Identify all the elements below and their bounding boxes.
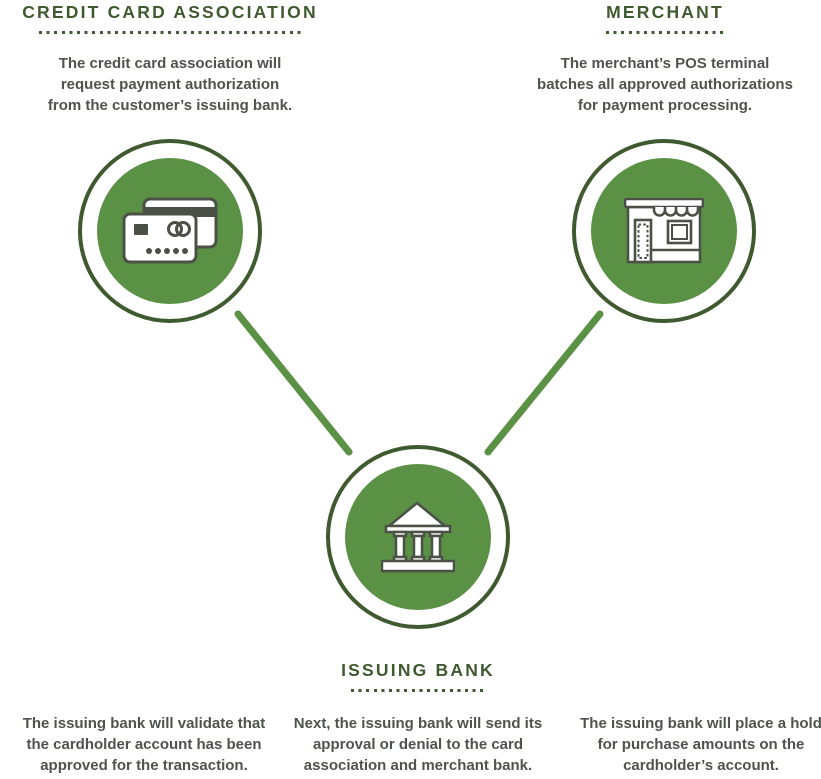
merchant-title: MERCHANT: [606, 2, 724, 22]
credit-card-association-title: CREDIT CARD ASSOCIATION: [22, 2, 318, 22]
bank-icon: [381, 501, 455, 573]
dotted-divider: [39, 31, 301, 34]
dotted-divider: [606, 31, 724, 34]
merchant-node: [572, 139, 756, 323]
issuing-bank-step-right: The issuing bank will place a hold for p…: [566, 713, 821, 776]
credit-card-association-description: The credit card association will request…: [47, 55, 293, 114]
merchant-description: The merchant’s POS terminal batches all …: [537, 55, 793, 114]
credit-card-association-block: CREDIT CARD ASSOCIATION The credit card …: [20, 2, 320, 116]
connector-right-line: [484, 310, 604, 456]
credit-card-association-disc: [97, 158, 243, 304]
merchant-block: MERCHANT The merchant’s POS terminal bat…: [515, 2, 815, 116]
issuing-bank-step-left-text: The issuing bank will validate that the …: [22, 715, 266, 774]
dotted-divider: [351, 689, 485, 692]
issuing-bank-step-right-text: The issuing bank will place a hold for p…: [580, 715, 821, 774]
issuing-bank-title-block: ISSUING BANK: [288, 660, 548, 692]
storefront-icon: [624, 198, 704, 264]
merchant-disc: [591, 158, 737, 304]
issuing-bank-disc: [345, 464, 491, 610]
issuing-bank-step-left: The issuing bank will validate that the …: [8, 713, 280, 776]
credit-card-association-node: [78, 139, 262, 323]
issuing-bank-step-center-text: Next, the issuing bank will send its app…: [293, 715, 543, 774]
connector-left-line: [234, 310, 353, 456]
issuing-bank-node: [326, 445, 510, 629]
issuing-bank-title: ISSUING BANK: [341, 660, 495, 680]
issuing-bank-step-center: Next, the issuing bank will send its app…: [285, 713, 551, 776]
credit-cards-icon: [122, 197, 218, 264]
